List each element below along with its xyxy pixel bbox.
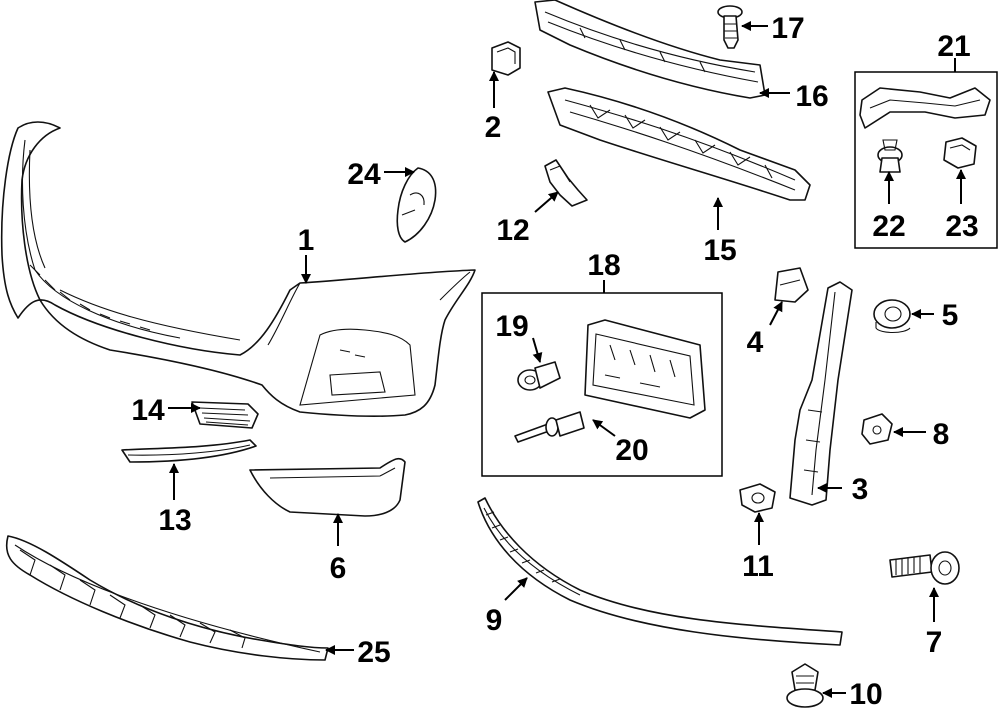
callout-21: 21 — [937, 30, 970, 63]
part-10-push-pin[interactable] — [786, 663, 824, 708]
callout-12: 12 — [496, 214, 529, 247]
callout-19: 19 — [495, 310, 528, 343]
callout-24: 24 — [347, 158, 381, 191]
callout-7: 7 — [926, 626, 943, 659]
callout-8: 8 — [933, 418, 950, 451]
part-18-kit-box — [481, 292, 723, 477]
license-plate-bracket[interactable] — [584, 319, 706, 419]
callout-9: 9 — [486, 604, 503, 637]
part-2-bracket[interactable] — [491, 41, 521, 76]
part-21-kit-box — [854, 71, 998, 249]
part-24-side-marker[interactable] — [396, 167, 437, 243]
callout-14: 14 — [131, 394, 165, 427]
leader-lines — [168, 21, 966, 698]
part-9-lower-deflector[interactable] — [477, 497, 843, 646]
callout-13: 13 — [158, 504, 191, 537]
leader-12 — [534, 191, 559, 213]
part-21-bracket[interactable] — [859, 87, 991, 129]
part-6-lower-cover[interactable] — [249, 457, 406, 517]
callout-11: 11 — [742, 550, 774, 583]
callout-10: 10 — [849, 678, 882, 711]
part-14-fog-bezel[interactable] — [191, 401, 259, 429]
callout-3: 3 — [852, 473, 869, 506]
part-3-side-bracket[interactable] — [789, 281, 853, 506]
part-11-clip[interactable] — [739, 483, 776, 513]
part-19-screw[interactable] — [517, 361, 561, 391]
part-4-clip[interactable] — [774, 267, 809, 303]
callout-6: 6 — [330, 552, 347, 585]
part-12-clip[interactable] — [544, 159, 588, 207]
callout-22: 22 — [872, 210, 905, 243]
part-15-energy-absorber[interactable] — [547, 87, 811, 201]
leader-9 — [504, 577, 528, 601]
leader-4 — [769, 301, 783, 326]
callout-23: 23 — [945, 210, 978, 243]
part-13-trim-strip[interactable] — [121, 439, 257, 463]
part-5-push-nut[interactable] — [873, 299, 911, 334]
part-16-upper-absorber[interactable] — [534, 0, 766, 99]
part-8-nut-clip[interactable] — [861, 413, 893, 445]
callout-5: 5 — [942, 299, 959, 332]
callout-labels: 1 2 3 4 5 6 7 8 9 10 11 12 13 14 15 16 1… — [131, 12, 978, 711]
leader-19 — [532, 337, 543, 363]
callout-16: 16 — [795, 80, 828, 113]
part-7-bolt[interactable] — [889, 551, 960, 585]
part-25-grille[interactable] — [5, 535, 329, 661]
callout-17: 17 — [771, 12, 804, 45]
part-1-bumper-fascia[interactable] — [0, 121, 476, 418]
callout-1: 1 — [298, 224, 315, 257]
callout-4: 4 — [747, 326, 764, 359]
part-17-push-pin[interactable] — [717, 5, 743, 49]
part-20-rivet[interactable] — [514, 411, 585, 443]
part-22-clip[interactable] — [877, 139, 903, 173]
callout-25: 25 — [357, 636, 390, 669]
callout-20: 20 — [615, 434, 648, 467]
callout-18: 18 — [587, 249, 620, 282]
callout-15: 15 — [703, 234, 736, 267]
callout-2: 2 — [485, 111, 502, 144]
leader-20 — [592, 419, 616, 437]
part-23-clip[interactable] — [943, 137, 977, 169]
